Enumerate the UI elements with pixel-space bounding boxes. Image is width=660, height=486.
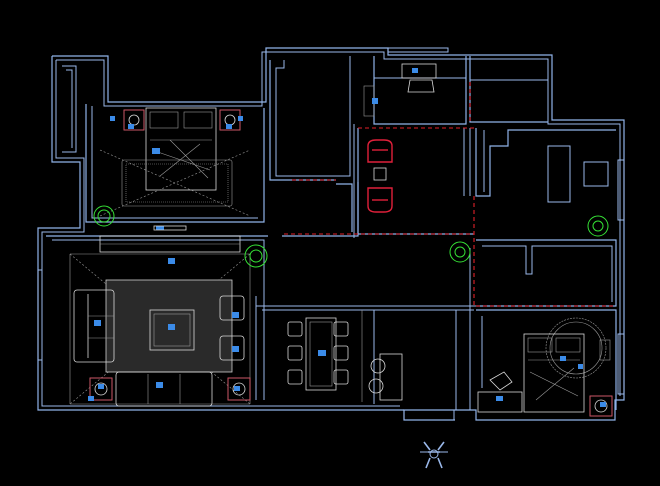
bedroom-2 xyxy=(477,317,613,417)
study xyxy=(363,63,437,117)
living-room xyxy=(69,235,251,407)
outer-walls xyxy=(37,47,625,421)
room-boundaries xyxy=(284,82,616,307)
dining-table-icon xyxy=(305,317,337,391)
bed-2 xyxy=(523,333,585,413)
rug xyxy=(121,159,233,207)
sofa-bottom xyxy=(115,371,213,407)
plant-icon xyxy=(93,205,609,268)
dining-area xyxy=(287,310,403,402)
chair-icon xyxy=(287,321,349,385)
master-bedroom xyxy=(99,107,251,231)
coffee-table xyxy=(149,309,195,351)
bed-icon xyxy=(145,107,217,191)
desk xyxy=(401,63,437,79)
sofa-icon xyxy=(73,289,115,363)
armchair-2 xyxy=(219,335,245,361)
corridor-chairs xyxy=(367,139,393,213)
desk-2 xyxy=(477,391,523,413)
north-arrow-icon xyxy=(420,441,448,469)
armchair-1 xyxy=(219,295,245,321)
